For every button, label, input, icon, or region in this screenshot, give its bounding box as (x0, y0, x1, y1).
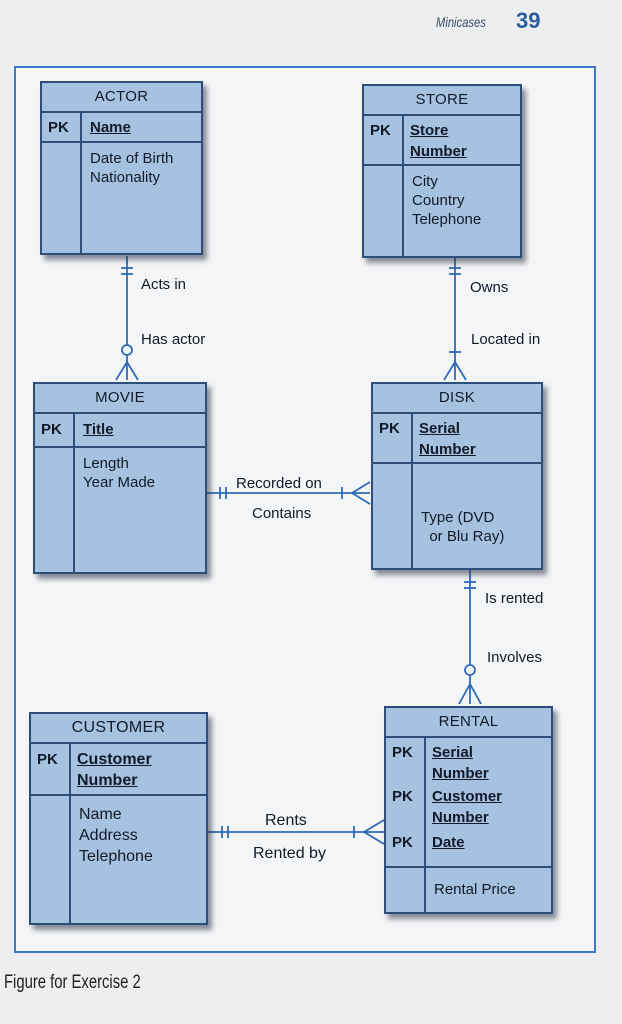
entity-name: MOVIE (35, 384, 205, 414)
primary-key: Serial Number (432, 744, 489, 782)
figure-caption: Figure for Exercise 2 (4, 972, 141, 993)
entity-name: ACTOR (42, 83, 201, 113)
crow-foot-rental-b (469, 683, 482, 705)
attribute: Address (79, 827, 138, 844)
entity-name: STORE (364, 86, 520, 116)
attribute: Date of Birth (90, 150, 174, 167)
attribute: Telephone (412, 211, 482, 228)
attribute: Type (DVD or Blu Ray) (421, 509, 505, 545)
rel-label-located-in: Located in (471, 331, 541, 348)
crow-foot-disk-a (443, 361, 456, 381)
primary-key: Title (83, 421, 114, 438)
entity-actor: ACTOR PK Name Date of Birth Nationality (40, 81, 203, 255)
rel-label-acts-in: Acts in (141, 276, 187, 293)
entity-name: DISK (373, 384, 541, 414)
entity-customer: CUSTOMER PK Customer Number Name Address… (29, 712, 208, 925)
attribute: Year Made (83, 474, 155, 491)
page-number: 39 (516, 8, 541, 33)
entity-store: STORE PK Store Number City Country Telep… (362, 84, 522, 258)
crow-circle-rental (464, 664, 476, 676)
attribute: Name (79, 806, 122, 823)
rel-label-is-rented: Is rented (485, 590, 544, 607)
attribute: City (412, 173, 438, 190)
attribute: Country (412, 192, 465, 209)
pk-label: PK (392, 744, 413, 761)
attributes: Date of Birth Nationality (82, 143, 201, 255)
rel-label-rents: Rents (265, 812, 307, 829)
crow-foot-disk-d (351, 492, 371, 505)
rel-label-owns: Owns (470, 279, 509, 296)
attribute: Length (83, 455, 129, 472)
pk-label: PK (35, 414, 75, 446)
entity-movie: MOVIE PK Title Length Year Made (33, 382, 207, 574)
attribute: Rental Price (434, 881, 516, 898)
crow-foot-disk-c (351, 481, 371, 494)
primary-key: Name (90, 119, 131, 136)
crow-circle-movie (121, 344, 133, 356)
entity-name: CUSTOMER (31, 714, 206, 744)
entity-rental: RENTAL PK PK PK Serial Number Customer N… (384, 706, 553, 914)
crow-foot-rental-d (363, 831, 385, 845)
primary-key: Date (432, 834, 465, 851)
pk-label: PK (392, 834, 413, 851)
entity-disk: DISK PK Serial Number Type (DVD or Blu R… (371, 382, 543, 570)
pk-label: PK (364, 116, 404, 164)
pk-label: PK (373, 414, 413, 462)
pk-label: PK (392, 788, 413, 805)
entity-name: RENTAL (386, 708, 551, 738)
primary-key: Customer Number (77, 751, 152, 789)
pk-label: PK (42, 113, 82, 141)
primary-key: Serial Number (419, 420, 476, 458)
attribute: Telephone (79, 848, 153, 865)
crow-foot-movie-a (115, 361, 128, 381)
rel-label-involves: Involves (487, 649, 543, 666)
attributes: City Country Telephone (404, 166, 520, 258)
primary-key: Customer Number (432, 788, 503, 826)
pk-label: PK (31, 744, 71, 794)
primary-key: Store Number (410, 122, 467, 160)
crow-foot-disk-b (454, 361, 467, 381)
crow-foot-rental-a (458, 683, 471, 705)
rel-label-contains: Contains (252, 505, 312, 522)
attribute: Nationality (90, 169, 161, 186)
crow-foot-movie-b (126, 361, 139, 381)
attributes: Name Address Telephone (71, 796, 206, 925)
running-header-section: Minicases (436, 14, 486, 30)
crow-foot-rental-c (363, 819, 385, 833)
rel-label-has-actor: Has actor (141, 331, 206, 348)
attributes: Length Year Made (75, 448, 205, 574)
rel-label-recorded-on: Recorded on (236, 475, 322, 492)
attributes: Type (DVD or Blu Ray) (413, 464, 541, 570)
rel-label-rented-by: Rented by (253, 845, 326, 862)
attributes: Rental Price (426, 868, 551, 914)
